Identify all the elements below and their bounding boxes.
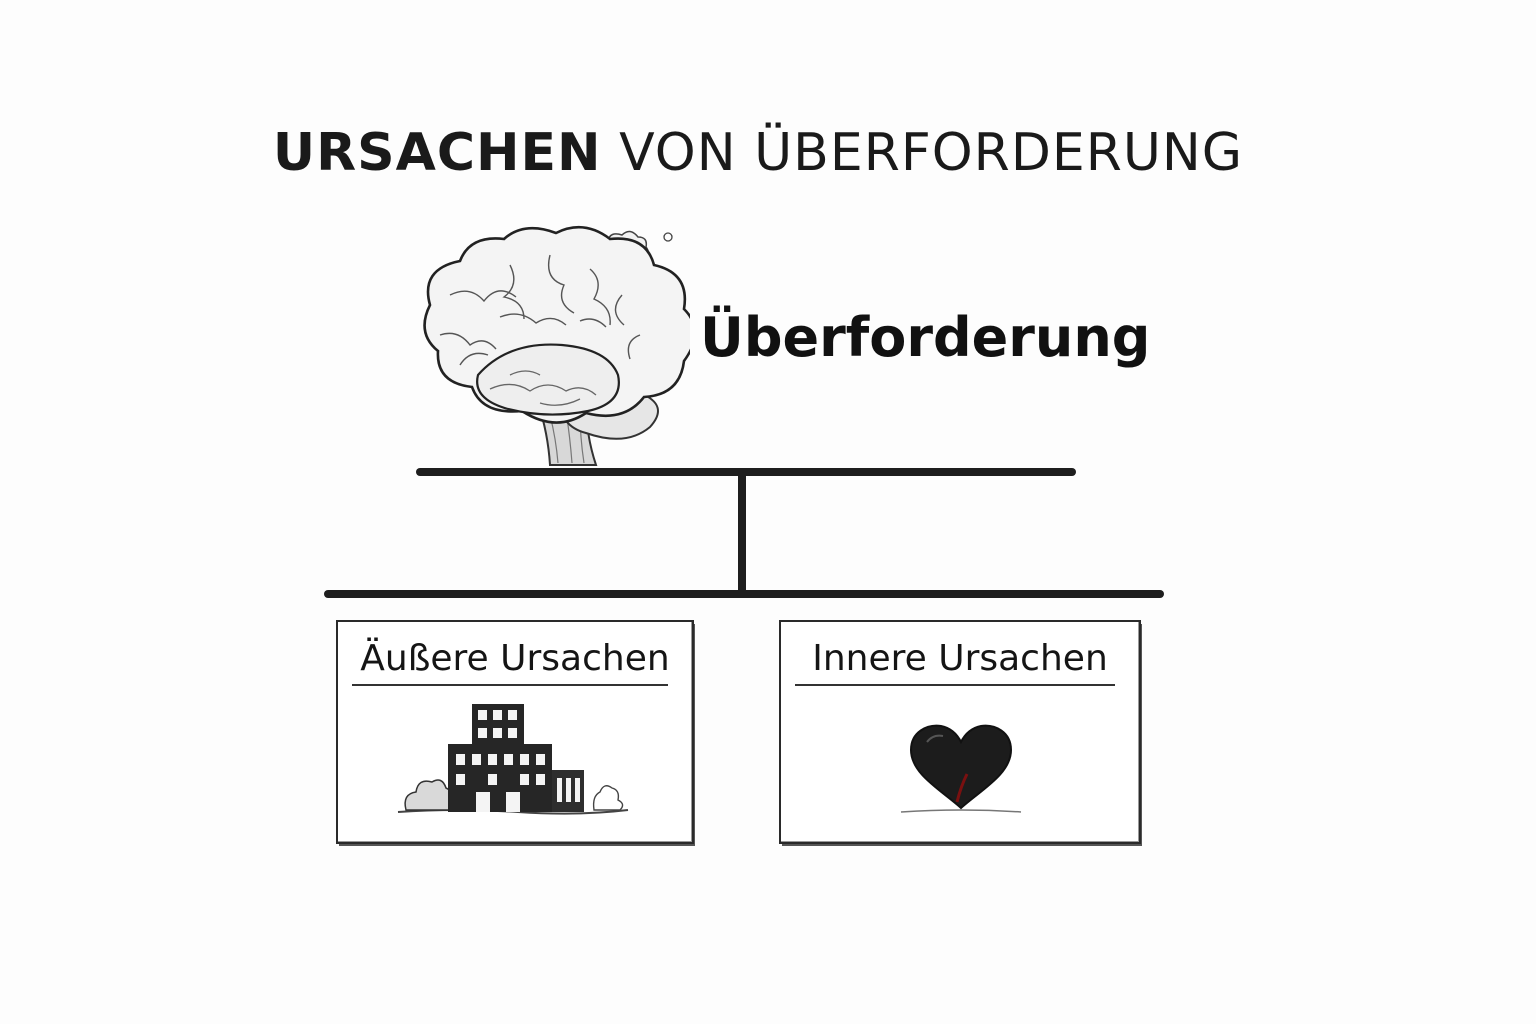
heart-icon (900, 724, 1022, 813)
branch-box-external: Äußere Ursachen (336, 620, 694, 844)
branch-title-internal: Innere Ursachen (812, 638, 1108, 679)
title-bold-part: URSACHEN (272, 123, 602, 183)
branch-title-external: Äußere Ursachen (360, 638, 670, 679)
branch-divider (795, 684, 1115, 686)
root-node-label: Überforderung (700, 306, 1151, 369)
title-rest-part: VON ÜBERFORDERUNG (619, 123, 1244, 183)
page-title: URSACHEN VON ÜBERFORDERUNG (0, 118, 1516, 188)
building-icon (397, 704, 629, 815)
branch-box-internal: Innere Ursachen (779, 620, 1141, 844)
brain-icon (423, 225, 690, 466)
branch-divider (352, 684, 668, 686)
